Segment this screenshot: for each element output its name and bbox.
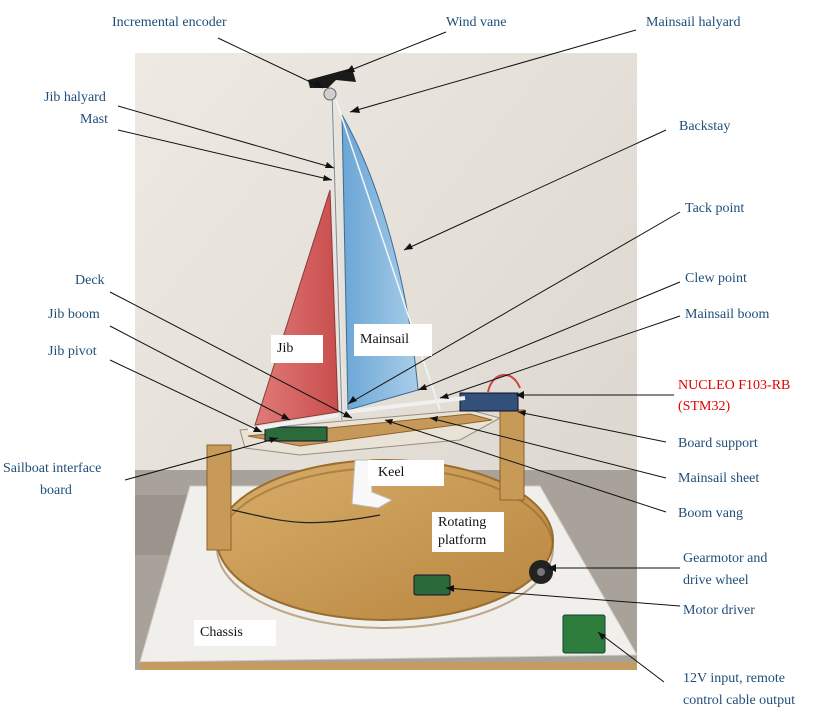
leader-clew-point [417,281,681,391]
jib-boom-spar [247,413,339,432]
nucleo-board [459,392,519,412]
label-gearmotor-1: Gearmotor and [683,551,768,566]
leader-mainsail-sheet [429,417,667,479]
leader-boom-vang [384,419,667,513]
arrowhead-mainsail-sheet [430,416,438,422]
arrowhead-backstay [404,243,413,250]
label-keel: Keel [368,460,444,486]
leader-deck [109,291,353,419]
chassis-edge [140,662,637,670]
mainsail-boom-spar [345,396,466,414]
label-motor-driver: Motor driver [683,603,755,618]
right-support-post [499,409,525,501]
leader-lines [109,29,681,683]
label-gearmotor-2: drive wheel [683,573,749,588]
label-deck: Deck [75,273,105,288]
label-clew-point: Clew point [685,271,747,286]
leader-wind-vane [345,31,447,73]
leader-backstay [403,129,667,251]
leader-tack-point [347,211,681,405]
arrowhead-mainsail-boom [440,393,449,399]
label-jib-halyard: Jib halyard [44,90,106,105]
arrowhead-board-support [518,410,526,416]
arrowhead-clew [418,384,427,390]
drive-wheel-hub [537,568,545,576]
label-nucleo-2: (STM32) [678,399,731,414]
label-backstay: Backstay [679,119,731,134]
label-mast: Mast [80,112,108,127]
arrowhead-wind-vane [346,65,355,72]
leader-arrowheads [253,65,606,640]
leader-jib-halyard [117,105,335,169]
leader-incremental-encoder [217,37,324,89]
label-board-support: Board support [678,436,758,451]
label-jib: Jib [271,335,323,363]
label-chassis: Chassis [194,620,276,646]
leader-motor-driver [445,587,681,607]
wind-vane-shape [308,68,356,88]
leader-board-support [517,411,667,443]
label-input-2: control cable output [683,693,795,708]
label-mainsail-sheet: Mainsail sheet [678,471,760,486]
label-mainsail-boom: Mainsail boom [685,307,770,322]
leader-mainsail-boom [439,315,681,399]
jib-sail [254,189,339,426]
motor-driver-board [413,574,451,596]
label-nucleo-1: NUCLEO F103-RB [678,378,791,393]
leader-input [597,631,665,683]
left-support-post [206,444,232,551]
arrowhead-motor-driver [446,585,454,592]
arrowhead-interface [269,437,278,443]
arrowhead-mast [323,175,332,181]
label-incremental-encoder: Incremental encoder [112,15,227,30]
leader-jib-boom [109,325,291,421]
label-mainsail: Mainsail [354,324,432,356]
nucleo-wires [487,374,521,393]
mast-pole-edge [331,91,343,421]
arrowhead-jib-boom [281,413,290,420]
arrowhead-input [598,632,606,640]
label-wind-vane: Wind vane [446,15,507,30]
label-sailboat-interface-board-2: board [40,483,72,498]
label-boom-vang: Boom vang [678,506,743,521]
arrowhead-jib-halyard [325,162,334,168]
arrowhead-gearmotor [548,564,556,572]
arrowhead-tack [348,396,357,404]
arrowhead-boom-vang [385,419,393,425]
label-mainsail-halyard: Mainsail halyard [646,15,741,30]
input-board [562,614,606,654]
cable [231,509,381,524]
arrowhead-jib-pivot [253,426,262,432]
interface-board [264,426,328,442]
label-sailboat-interface-board-1: Sailboat interface [3,461,102,476]
label-jib-pivot: Jib pivot [48,344,97,359]
leader-sailboat-interface-board [124,437,279,481]
label-rotating-platform-2: platform [432,532,504,552]
label-jib-boom: Jib boom [48,307,100,322]
label-tack-point: Tack point [685,201,745,216]
backstay-wire [335,99,441,411]
arrowhead-nucleo [516,391,524,399]
label-rotating-platform-1: Rotating [432,512,504,532]
leader-mainsail-halyard [349,29,637,113]
arrowhead-mainsail-halyard [350,106,360,113]
label-input-1: 12V input, remote [683,671,786,686]
incremental-encoder-body [323,87,337,101]
leader-mast [117,129,333,181]
arrowhead-deck [343,411,352,418]
leader-jib-pivot [109,359,263,433]
arrowhead-encoder [314,80,323,88]
